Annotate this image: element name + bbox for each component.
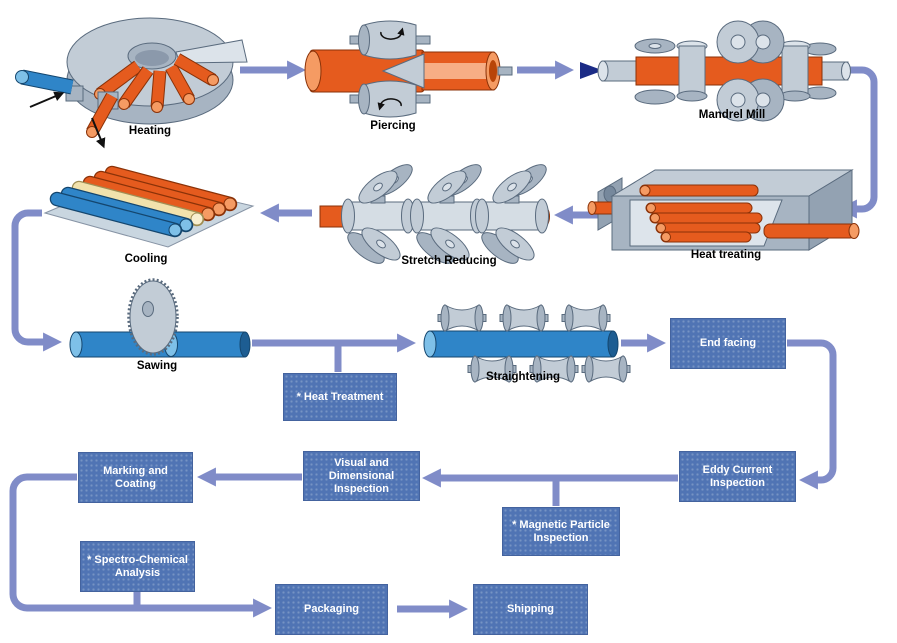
box-heat-treatment: * Heat Treatment	[283, 373, 397, 421]
station-label-piercing: Piercing	[370, 120, 416, 132]
arrow-mandrel-to-heattreat	[838, 66, 878, 219]
roll-stand	[676, 40, 708, 102]
reducing-stand	[410, 164, 484, 264]
flow-arrows	[9, 60, 878, 619]
straightening-roll	[581, 355, 631, 383]
box-marking-coating: Marking and Coating	[78, 452, 193, 503]
station-label-stretch-reducing: Stretch Reducing	[401, 255, 497, 267]
station-label-straightening: Straightening	[485, 371, 561, 383]
straightening-roll	[529, 355, 579, 383]
heating-furnace-illustration	[15, 17, 248, 149]
mandrel-mill-illustration	[597, 20, 851, 122]
box-visual-dimensional-inspection: Visual and Dimensional Inspection	[303, 451, 420, 501]
stretch-reducing-mill-illustration	[319, 164, 550, 264]
dark-arrowhead-icon	[580, 62, 603, 79]
mandrel-bar	[497, 66, 513, 76]
box-end-facing: End facing	[670, 318, 786, 369]
piercing-roll-bottom	[349, 80, 431, 118]
cooling-bed-illustration	[43, 165, 255, 248]
arrow-cooling-to-sawing	[11, 209, 62, 352]
roll-stand	[779, 40, 811, 102]
arrow-endfacing-to-eddy	[787, 339, 837, 490]
piercer-point	[381, 53, 425, 89]
station-label-mandrel-mill: Mandrel Mill	[698, 109, 766, 121]
straightening-roll	[499, 304, 549, 332]
box-spectro-chemical-analysis: * Spectro-Chemical Analysis	[80, 541, 195, 592]
center-rolls	[716, 20, 785, 122]
station-label-heat-treating: Heat treating	[690, 249, 762, 261]
straightening-illustration	[423, 304, 631, 383]
piercing-mill-illustration	[304, 20, 513, 118]
arrow-marking-to-packaging	[9, 473, 272, 618]
straightening-roll	[437, 304, 487, 332]
straightening-roll	[561, 304, 611, 332]
station-label-sawing: Sawing	[136, 360, 178, 372]
box-magnetic-particle-inspection: * Magnetic Particle Inspection	[502, 507, 620, 556]
straightening-roll	[467, 355, 517, 383]
reducing-stand	[475, 164, 549, 264]
tube-entering	[763, 223, 857, 239]
box-shipping: Shipping	[473, 584, 588, 635]
entry-arrow-icon	[29, 91, 65, 108]
furnace-tubes	[639, 184, 763, 243]
piercing-roll-top	[349, 20, 431, 60]
station-label-cooling: Cooling	[124, 253, 168, 265]
furnace-billets	[94, 53, 219, 113]
box-eddy-current-inspection: Eddy Current Inspection	[679, 451, 796, 502]
station-label-heating: Heating	[128, 125, 172, 137]
saw-blade	[127, 278, 179, 356]
sawing-illustration	[69, 278, 251, 358]
exit-arrow-icon	[91, 117, 106, 149]
reducing-stand	[341, 164, 415, 264]
heat-treating-furnace-illustration	[587, 169, 860, 251]
box-packaging: Packaging	[275, 584, 388, 635]
